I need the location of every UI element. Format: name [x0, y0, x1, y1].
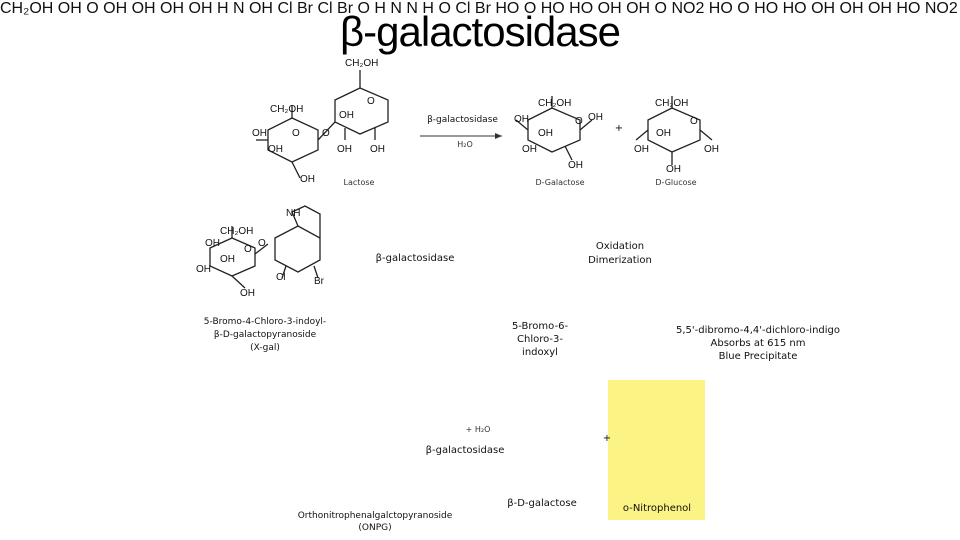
indigo-atom-labels: Cl Br O H N N H O Cl Br	[317, 0, 491, 17]
svg-text:O: O	[322, 128, 330, 139]
indoxyl-name-line2: Chloro-3-	[517, 334, 563, 345]
row3-water-label: + H₂O	[465, 425, 491, 434]
row1-plus: +	[614, 123, 624, 134]
svg-text:O: O	[292, 128, 300, 139]
svg-text:OH: OH	[666, 164, 681, 175]
row1-enzyme-label: β-galactosidase	[427, 115, 498, 125]
svg-text:OH: OH	[522, 144, 537, 155]
svg-text:Cl: Cl	[276, 272, 285, 283]
xgal-structure	[209, 205, 321, 289]
svg-text:OH: OH	[252, 128, 267, 139]
svg-text:CH₂OH: CH₂OH	[220, 226, 253, 237]
indigo-name-line3: Blue Precipitate	[718, 351, 798, 362]
oxidation-label: Oxidation	[595, 241, 645, 252]
page-title: β-galactosidase	[340, 8, 621, 55]
beta-d-galactose-atom-labels: HO O HO HO OH OH OH	[708, 0, 892, 17]
svg-text:OH: OH	[704, 144, 719, 155]
d-galactose-label: D-Galactose	[535, 178, 585, 187]
xgal-name-line2: β-D-galactopyranoside	[213, 330, 317, 340]
beta-d-galactose-label: β-D-galactose	[507, 498, 577, 509]
svg-text:OH: OH	[514, 114, 529, 125]
nitrophenol-highlight-box	[608, 380, 705, 520]
svg-text:CH₂OH: CH₂OH	[538, 98, 571, 109]
svg-text:OH: OH	[240, 288, 255, 299]
svg-text:NH: NH	[286, 208, 300, 219]
svg-text:CH₂OH: CH₂OH	[345, 58, 378, 69]
svg-text:OH: OH	[337, 144, 352, 155]
indoxyl-name-line3: indoxyl	[522, 347, 558, 358]
d-galactose-structure	[515, 96, 593, 161]
svg-text:OH: OH	[634, 144, 649, 155]
xgal-name-line1: 5-Bromo-4-Chloro-3-indoyl-	[203, 317, 327, 327]
svg-text:OH: OH	[538, 128, 553, 139]
row1-water-label: H₂O	[457, 140, 473, 149]
row3-plus: +	[602, 433, 612, 444]
lactose-atom-labels: CH₂OH O CH₂OH OH OH O O OH OH OH OH	[252, 58, 385, 185]
galactose-byproduct-atom-labels: CH₂OH OH O OH OH OH OH	[0, 0, 213, 17]
o-nitrophenol-label: o-Nitrophenol	[622, 503, 692, 514]
d-galactose-atom-labels: CH₂OH O OH OH OH OH OH	[514, 98, 603, 171]
svg-text:OH: OH	[268, 144, 283, 155]
indigo-name-line1: 5,5'-dibromo-4,4'-dichloro-indigo	[675, 325, 841, 336]
lactose-structure	[256, 70, 389, 179]
svg-text:O: O	[575, 116, 583, 127]
svg-text:OH: OH	[196, 264, 211, 275]
o-nitrophenol-atom-labels: HO NO2	[896, 0, 958, 17]
svg-text:O: O	[258, 238, 266, 249]
svg-text:O: O	[690, 116, 698, 127]
svg-text:OH: OH	[205, 238, 220, 249]
row3-enzyme-label: β-galactosidase	[425, 445, 505, 456]
dimerization-label: Dimerization	[588, 255, 652, 266]
svg-text:O: O	[244, 244, 252, 255]
indoxyl-name-line1: 5-Bromo-6-	[511, 321, 569, 332]
svg-text:Br: Br	[314, 276, 325, 287]
xgal-name-line3: (X-gal)	[250, 343, 280, 353]
svg-text:OH: OH	[339, 110, 354, 121]
onpg-atom-labels: HO O HO HO OH OH O NO2	[495, 0, 705, 17]
d-glucose-label: D-Glucose	[655, 178, 697, 187]
d-glucose-atom-labels: CH₂OH O OH OH OH OH	[634, 98, 719, 175]
svg-text:OH: OH	[300, 174, 315, 185]
svg-text:OH: OH	[220, 254, 235, 265]
d-glucose-structure	[635, 96, 713, 165]
indoxyl-atom-labels: H N OH Cl Br	[216, 0, 313, 17]
svg-text:CH₂OH: CH₂OH	[655, 98, 688, 109]
lactose-label: Lactose	[343, 178, 375, 187]
svg-text:CH₂OH: CH₂OH	[270, 104, 303, 115]
svg-text:OH: OH	[568, 160, 583, 171]
onpg-name-line1: Orthonitrophenalgalctopyranoside	[297, 511, 453, 521]
onpg-name-line2: (ONPG)	[358, 523, 392, 533]
row2-enzyme-label: β-galactosidase	[375, 253, 455, 264]
svg-text:OH: OH	[588, 112, 603, 123]
svg-text:O: O	[367, 96, 375, 107]
indigo-name-line2: Absorbs at 615 nm	[710, 338, 806, 349]
svg-text:OH: OH	[370, 144, 385, 155]
xgal-atom-labels: CH₂OH O OH OH OH O OH NH Cl Br	[196, 208, 325, 299]
svg-text:OH: OH	[656, 128, 671, 139]
